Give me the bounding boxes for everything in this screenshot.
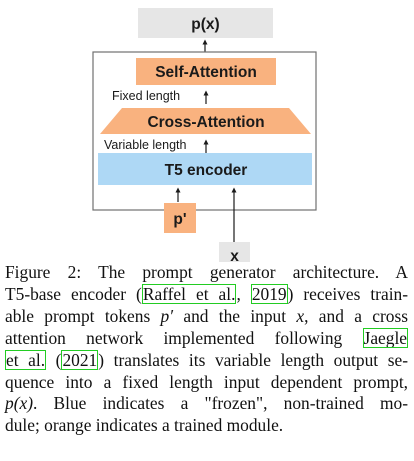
- cross-attention-label: Cross-Attention: [147, 114, 264, 131]
- citation-jaegle-author-part1[interactable]: Jaegle: [362, 327, 408, 348]
- caption-line-3: able prompt tokens p′ and the input x, a…: [5, 305, 408, 326]
- variable-length-label: Variable length: [104, 138, 187, 152]
- caption-line-2: T5-base encoder (Raffel et al., 2019) re…: [5, 283, 409, 304]
- cross-attention-box: [100, 108, 311, 134]
- t5-encoder-label: T5 encoder: [165, 162, 248, 179]
- caption-line-7: p(x). Blue indicates a "frozen", non-tra…: [5, 393, 408, 414]
- figure-label: Figure 2:: [5, 262, 82, 282]
- output-box: [138, 8, 273, 38]
- self-attention-box: [136, 58, 276, 85]
- prompt-token-label: p': [173, 211, 186, 228]
- caption-line-4: attention network implemented following …: [5, 327, 408, 348]
- caption-line-6: quence into a fixed length input depende…: [5, 371, 408, 392]
- model-container: [92, 51, 317, 211]
- figure-caption: Figure 2: The prompt generator architect…: [5, 262, 408, 437]
- caption-line-1: Figure 2: The prompt generator architect…: [5, 262, 408, 282]
- citation-raffel-year[interactable]: 2019: [250, 283, 288, 304]
- input-box: [219, 242, 250, 262]
- prompt-token-box: [164, 203, 196, 233]
- citation-jaegle-year[interactable]: 2021: [61, 349, 99, 370]
- citation-jaegle-author-part2[interactable]: et al.: [5, 349, 47, 370]
- t5-encoder-box: [98, 153, 312, 185]
- citation-raffel-author[interactable]: Raffel et al.: [141, 283, 237, 304]
- architecture-diagram: p(x) Self-Attention Fixed length Cross-A…: [92, 8, 317, 262]
- output-label: p(x): [191, 16, 219, 33]
- caption-line-8: dule; orange indicates a trained module.: [5, 415, 284, 436]
- fixed-length-label: Fixed length: [112, 89, 180, 103]
- self-attention-label: Self-Attention: [155, 64, 257, 81]
- caption-line-5: et al. (2021) translates its variable le…: [5, 349, 408, 370]
- input-label: x: [230, 248, 239, 262]
